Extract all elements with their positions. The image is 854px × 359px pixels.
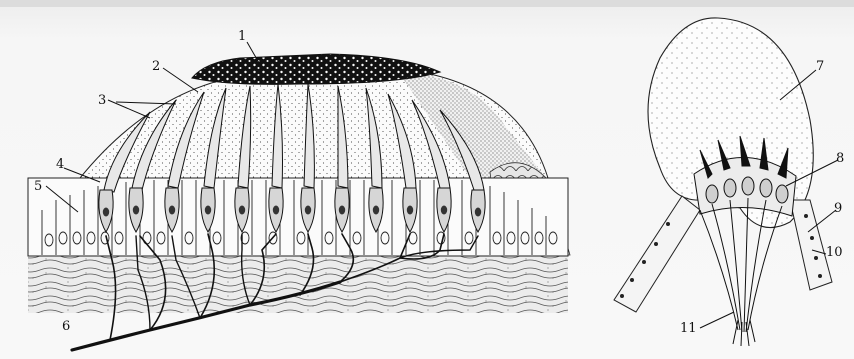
macula-section [28,42,570,350]
label-10: 10 [826,245,843,260]
label-8: 8 [836,151,844,166]
label-7: 7 [816,59,824,74]
label-6: 6 [62,319,70,334]
label-4: 4 [56,157,64,172]
crista-section [614,18,838,346]
label-1: 1 [238,29,246,44]
supporting-epithelium [614,196,832,312]
label-3: 3 [98,93,106,108]
label-11: 11 [680,321,697,336]
connective-tissue [28,255,568,313]
label-9: 9 [834,201,842,216]
label-2: 2 [152,59,160,74]
label-5: 5 [34,179,42,194]
